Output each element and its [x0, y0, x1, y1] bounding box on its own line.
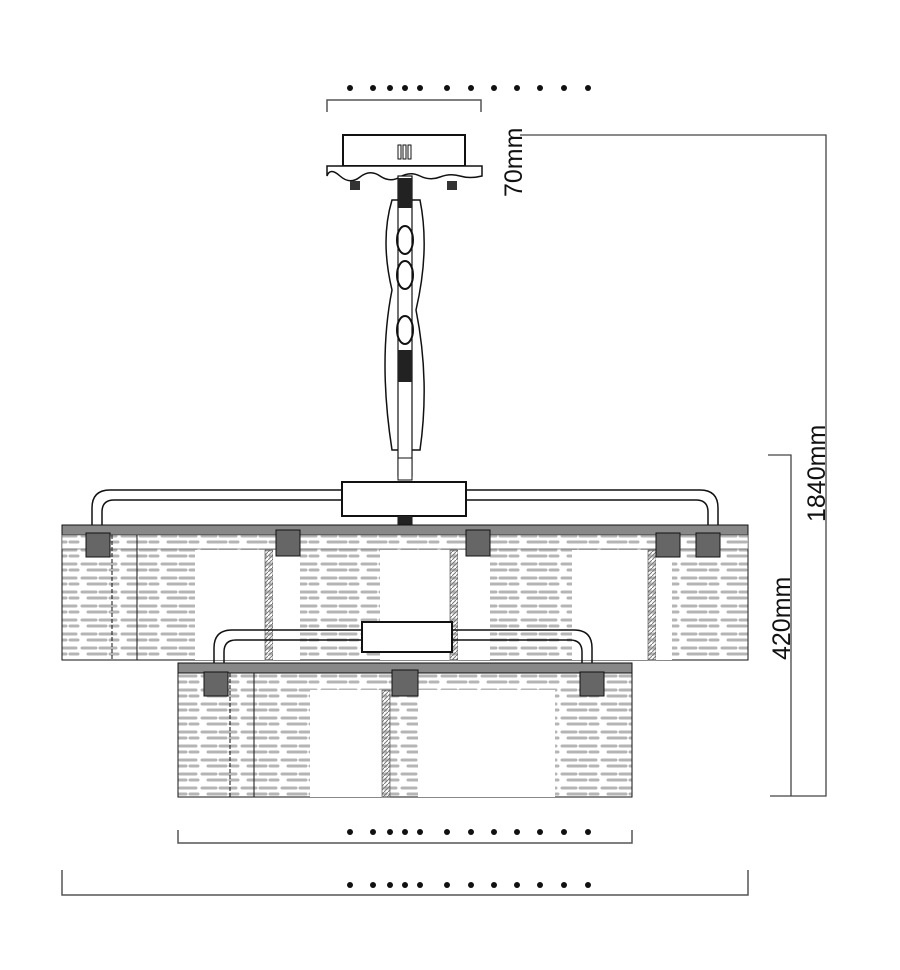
- dot: [514, 829, 520, 835]
- canopy: [326, 134, 483, 190]
- dot: [561, 85, 567, 91]
- overall-width-bracket: [61, 870, 749, 896]
- dot: [347, 85, 353, 91]
- dot: [537, 85, 543, 91]
- dot: [561, 882, 567, 888]
- dot: [387, 829, 393, 835]
- lower-arms: [213, 629, 593, 663]
- dot: [585, 882, 591, 888]
- dot: [491, 829, 497, 835]
- dot: [468, 829, 474, 835]
- lower-hub: [361, 621, 453, 653]
- dot: [514, 85, 520, 91]
- dot: [347, 882, 353, 888]
- dot: [370, 882, 376, 888]
- dot: [402, 829, 408, 835]
- dot: [417, 882, 423, 888]
- dot: [514, 882, 520, 888]
- dot: [585, 85, 591, 91]
- dot: [491, 882, 497, 888]
- dimension-line-body: [768, 454, 792, 796]
- dot: [417, 829, 423, 835]
- dot: [585, 829, 591, 835]
- dot: [347, 829, 353, 835]
- total-height-label: 1840mm: [803, 424, 831, 522]
- dot: [491, 85, 497, 91]
- dot: [444, 829, 450, 835]
- dot: [468, 882, 474, 888]
- upper-hub: [341, 481, 467, 517]
- canopy-width-bracket: [326, 99, 482, 112]
- dot: [387, 85, 393, 91]
- dot: [417, 85, 423, 91]
- dot: [444, 85, 450, 91]
- dot: [370, 85, 376, 91]
- dot: [387, 882, 393, 888]
- dot: [468, 85, 474, 91]
- dot: [561, 829, 567, 835]
- upper-arms: [91, 489, 719, 525]
- dot: [537, 882, 543, 888]
- dot: [402, 882, 408, 888]
- suspension-rod: [384, 175, 425, 481]
- lower-width-bracket: [177, 830, 633, 844]
- dot: [370, 829, 376, 835]
- body-height-label: 420mm: [768, 576, 796, 660]
- top-width-dots: [347, 85, 591, 91]
- dot: [444, 882, 450, 888]
- dot: [537, 829, 543, 835]
- lower-width-dots: [347, 829, 591, 835]
- canopy-height-label: 70mm: [500, 127, 528, 197]
- lower-shade-row: [177, 662, 633, 798]
- dimension-line-total: [520, 134, 827, 797]
- dot: [402, 85, 408, 91]
- overall-width-dots: [347, 882, 591, 888]
